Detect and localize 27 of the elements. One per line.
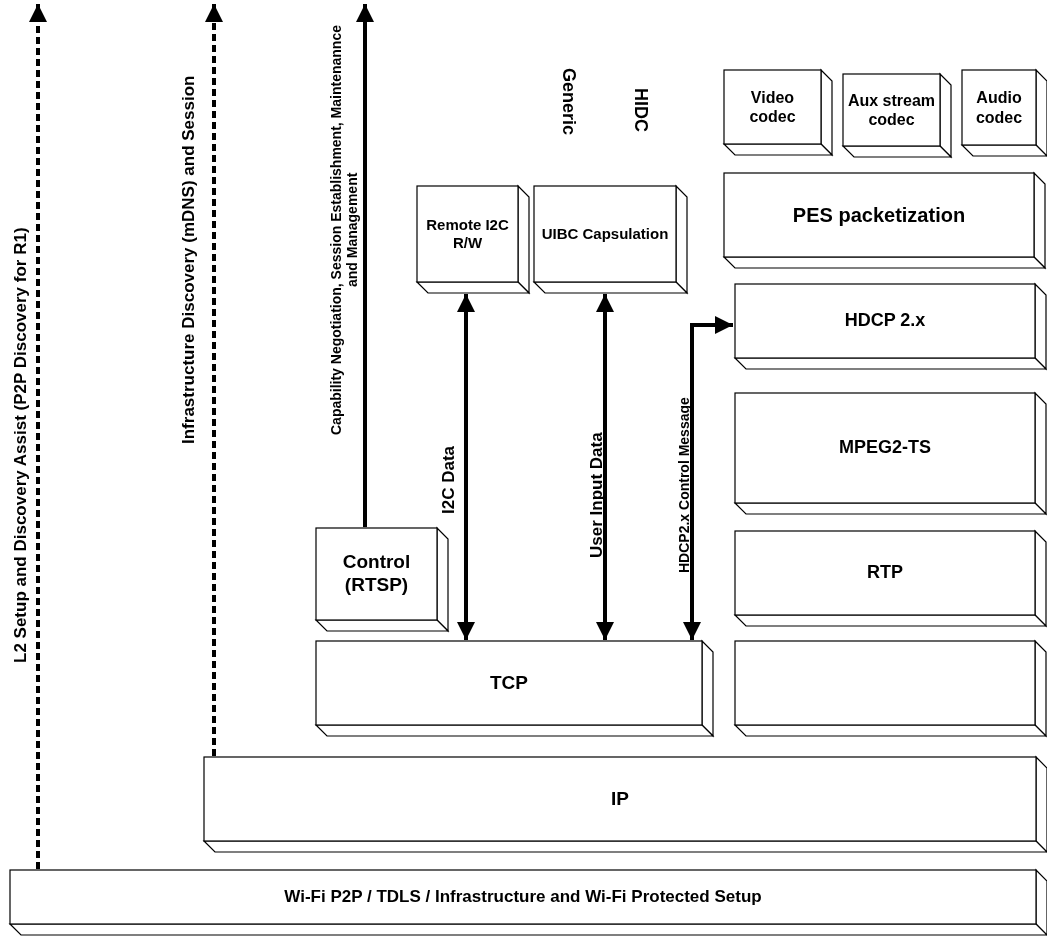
dashed-arrow [205,4,223,756]
edge-label: Infrastructure Discovery (mDNS) and Session [179,75,199,445]
arrow [457,294,475,640]
layer-label: Remote I2C R/W [425,216,510,252]
stack-label: HIDC [630,88,651,132]
arrow [596,294,614,640]
stack-label: Generic [558,68,579,136]
layer-label: UIBC Capsulation [541,225,669,243]
arrow [683,316,733,640]
edge-label: User Input Data [587,432,607,558]
layer-label: PES packetization [792,203,966,227]
layer-label: RTP [867,562,903,584]
layer-label: TCP [490,671,528,695]
layer-label: Control (RTSP) [341,551,412,597]
arrow [356,4,374,527]
layer-label: Aux stream codec [846,90,937,130]
dashed-arrow [29,4,47,869]
edge-label: Capability Negotiation, Session Establishment, Maintenannce and Management [327,24,361,437]
layer-label: Video codec [748,87,797,127]
layer-label: HDCP 2.x [844,310,926,332]
edge-label: L2 Setup and Discovery Assist (P2P Discovery for R1) [11,227,31,663]
layer-label: Audio codec [974,88,1024,127]
edge-label: I2C Data [439,446,459,514]
layer-label: MPEG2-TS [839,437,931,459]
layer-label: IP [611,787,629,811]
layer-label: Wi-Fi P2P / TDLS / Infrastructure and Wi-Fi Protected Setup [284,886,762,908]
edge-label: HDCP2.x Control Message [675,397,693,573]
